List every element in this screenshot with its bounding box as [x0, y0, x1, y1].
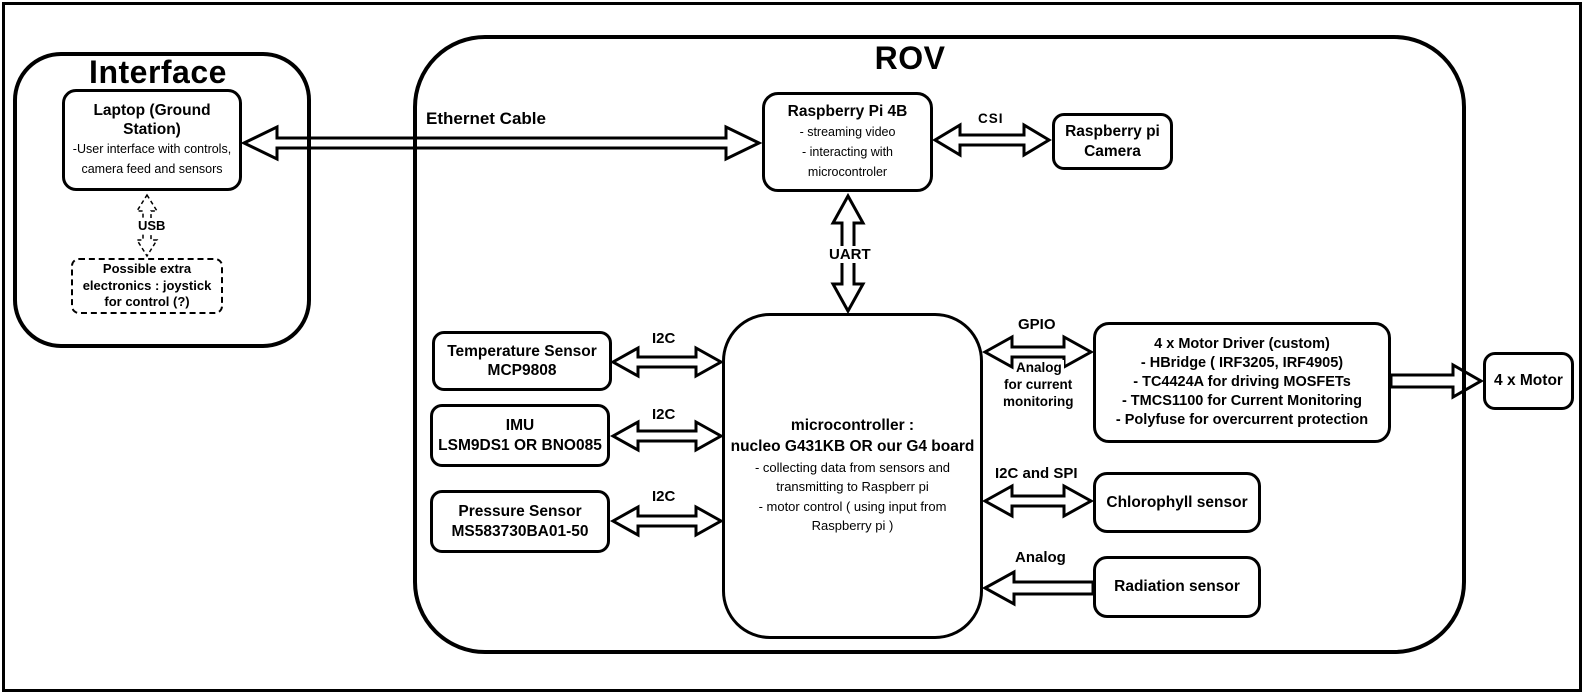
usb-label: USB — [136, 218, 168, 233]
i2c-temperature-label: I2C — [650, 330, 678, 347]
motor-arrow — [1389, 362, 1485, 400]
chlorophyll-sensor-box: Chlorophyll sensor — [1093, 472, 1261, 533]
microcontroller-title-1: microcontroller : — [790, 417, 915, 435]
motor-driver-line-5: - Polyfuse for overcurrent protection — [1115, 412, 1369, 429]
extra-electronics-line-1: Possible extra — [102, 260, 192, 276]
radiation-sensor-label: Radiation sensor — [1114, 578, 1240, 596]
motor-driver-line-1: 4 x Motor Driver (custom) — [1154, 335, 1330, 352]
laptop-desc-1: -User interface with controls, — [72, 142, 232, 157]
i2c-pressure-label: I2C — [650, 488, 678, 505]
motor-box: 4 x Motor — [1483, 352, 1574, 410]
raspberry-pi-desc-1: - streaming video — [799, 124, 896, 139]
rov-group-box — [413, 35, 1466, 654]
interface-group-box — [13, 52, 311, 348]
laptop-title: Laptop (Ground Station) — [93, 101, 211, 138]
analog-radiation-label: Analog — [1013, 549, 1068, 566]
ethernet-label: Ethernet Cable — [424, 109, 548, 129]
motor-driver-line-3: - TC4424A for driving MOSFETs — [1133, 373, 1351, 390]
chlorophyll-sensor-label: Chlorophyll sensor — [1106, 493, 1248, 511]
i2c-spi-label: I2C and SPI — [993, 465, 1080, 482]
extra-electronics-box: Possible extra electronics : joystick fo… — [71, 258, 223, 314]
i2c-spi-arrow — [981, 483, 1095, 519]
i2c-temperature-arrow — [609, 345, 725, 379]
raspberry-pi-desc-2: - interacting with — [801, 144, 893, 159]
csi-label: CSI — [976, 111, 1006, 126]
csi-arrow — [932, 122, 1052, 158]
laptop-box: Laptop (Ground Station) -User interface … — [62, 89, 242, 191]
gpio-label: GPIO — [1016, 316, 1058, 333]
interface-title: Interface — [89, 54, 227, 90]
motor-driver-line-2: - HBridge ( IRF3205, IRF4905) — [1140, 354, 1344, 371]
uart-arrow — [830, 192, 866, 315]
motor-driver-box: 4 x Motor Driver (custom) - HBridge ( IR… — [1093, 322, 1391, 443]
rov-title: ROV — [874, 40, 946, 76]
raspberry-pi-desc-3: microcontroler — [807, 164, 888, 179]
temperature-sensor-line-1: Temperature Sensor — [447, 342, 597, 360]
ethernet-arrow — [240, 124, 763, 162]
i2c-imu-label: I2C — [650, 406, 678, 423]
pressure-sensor-line-2: MS583730BA01-50 — [451, 522, 589, 540]
motor-driver-line-4: - TMCS1100 for Current Monitoring — [1121, 393, 1363, 410]
temperature-sensor-box: Temperature Sensor MCP9808 — [432, 331, 612, 391]
usb-arrow — [135, 193, 159, 258]
microcontroller-desc-1: - collecting data from sensors and — [754, 459, 951, 475]
extra-electronics-line-2: electronics : joystick — [82, 277, 212, 293]
microcontroller-desc-3: - motor control ( using input from — [758, 498, 947, 514]
i2c-pressure-arrow — [609, 504, 725, 538]
imu-line-2: LSM9DS1 OR BNO085 — [438, 436, 602, 454]
temperature-sensor-line-2: MCP9808 — [487, 362, 557, 379]
extra-electronics-line-3: for control (?) — [104, 294, 190, 310]
analog-current-label-3: monitoring — [1001, 394, 1076, 409]
laptop-desc-2: camera feed and sensors — [81, 162, 223, 177]
camera-box: Raspberry pi Camera — [1052, 113, 1173, 170]
analog-current-label-1: Analog — [1014, 360, 1064, 375]
microcontroller-desc-4: Raspberry pi ) — [811, 518, 894, 534]
raspberry-pi-box: Raspberry Pi 4B - streaming video - inte… — [762, 92, 933, 192]
raspberry-pi-title: Raspberry Pi 4B — [787, 103, 908, 121]
analog-current-label-2: for current — [1002, 377, 1075, 392]
microcontroller-desc-2: transmitting to Raspberr pi — [776, 479, 929, 495]
microcontroller-box: microcontroller : nucleo G431KB OR our G… — [722, 313, 983, 639]
pressure-sensor-line-1: Pressure Sensor — [458, 503, 582, 521]
uart-label: UART — [827, 246, 873, 263]
camera-line-2: Camera — [1084, 142, 1141, 160]
pressure-sensor-box: Pressure Sensor MS583730BA01-50 — [430, 490, 610, 553]
gpio-analog-arrow — [981, 334, 1095, 370]
motor-label: 4 x Motor — [1494, 372, 1563, 390]
camera-line-1: Raspberry pi — [1065, 123, 1160, 141]
radiation-sensor-box: Radiation sensor — [1093, 556, 1261, 618]
analog-radiation-arrow — [981, 569, 1095, 607]
imu-box: IMU LSM9DS1 OR BNO085 — [430, 404, 610, 467]
i2c-imu-arrow — [609, 419, 725, 453]
microcontroller-title-2: nucleo G431KB OR our G4 board — [730, 438, 975, 455]
imu-line-1: IMU — [505, 417, 535, 435]
